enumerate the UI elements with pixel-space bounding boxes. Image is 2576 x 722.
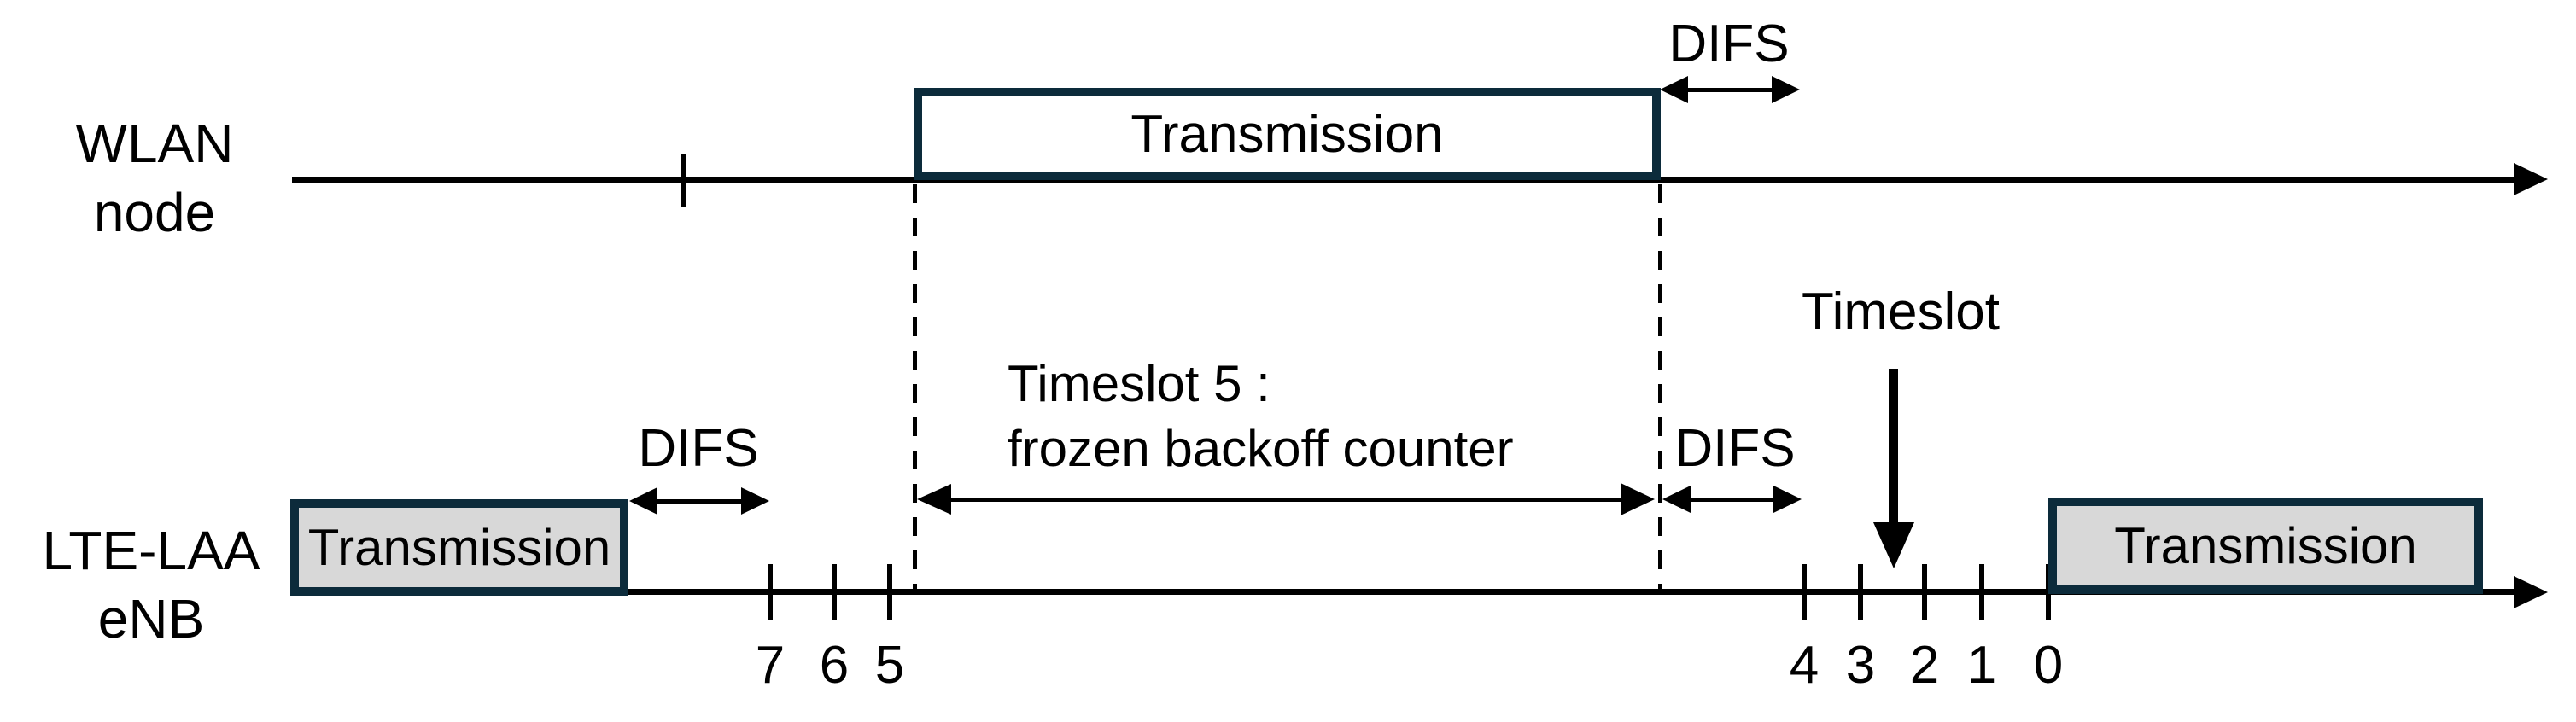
lte-difs-left-arrowhead-left-icon <box>629 487 657 515</box>
frozen-backoff-note-line1: Timeslot 5 : <box>1008 355 1270 412</box>
lte-transmission-box-left-label: Transmission <box>307 519 611 576</box>
backoff-tick-label-6: 6 <box>819 636 850 695</box>
frozen-backoff-span-arrowhead-left-icon <box>917 484 951 515</box>
lte-difs-right-arrowhead-right-icon <box>1773 486 1802 513</box>
lte-row-label-line1: LTE-LAA <box>42 520 260 581</box>
backoff-tick-5 <box>887 564 892 620</box>
backoff-tick-label-7: 7 <box>755 636 786 695</box>
lte-transmission-box-right-label: Transmission <box>2114 517 2417 574</box>
lte-difs-right-arrow-shaft <box>1680 498 1785 502</box>
wlan-difs-arrow-shaft <box>1678 88 1782 92</box>
backoff-tick-3 <box>1858 564 1863 620</box>
frozen-backoff-span-arrowhead-right-icon <box>1621 483 1655 515</box>
backoff-tick-label-4: 4 <box>1789 636 1820 695</box>
lte-row-label: LTE-LAA eNB <box>0 516 302 653</box>
wlan-timeline-arrowhead-icon <box>2514 163 2548 195</box>
lte-difs-right-arrowhead-left-icon <box>1662 486 1691 513</box>
lte-difs-left-arrow-shaft <box>647 499 751 504</box>
backoff-tick-7 <box>768 564 773 620</box>
timeslot-annotation-label: Timeslot <box>1802 282 2000 341</box>
backoff-tick-4 <box>1802 564 1807 620</box>
frozen-backoff-note: Timeslot 5 : frozen backoff counter <box>1008 352 1514 481</box>
wlan-row-label: WLAN node <box>0 109 309 247</box>
wlan-transmission-box-label: Transmission <box>1130 104 1444 164</box>
frozen-backoff-span-arrow-shaft <box>939 498 1631 502</box>
backoff-tick-label-3: 3 <box>1845 636 1876 695</box>
transmission-start-dashed-line <box>913 184 917 590</box>
wlan-timeline-tick <box>681 154 686 207</box>
lte-row-label-line2: eNB <box>97 588 205 649</box>
backoff-tick-1 <box>1979 564 1984 620</box>
wlan-row-label-line1: WLAN <box>75 113 234 174</box>
wlan-difs-arrowhead-right-icon <box>1772 76 1800 103</box>
wlan-difs-label: DIFS <box>1668 15 1790 73</box>
lte-difs-left-label: DIFS <box>638 419 759 478</box>
backoff-tick-label-0: 0 <box>2033 636 2064 695</box>
timeslot-pointer-arrow-shaft <box>1889 369 1898 527</box>
backoff-tick-6 <box>832 564 837 620</box>
backoff-tick-label-2: 2 <box>1909 636 1940 695</box>
backoff-tick-label-5: 5 <box>874 636 905 695</box>
wlan-transmission-box: Transmission <box>914 88 1661 180</box>
timeslot-pointer-arrowhead-icon <box>1873 522 1914 568</box>
lte-transmission-box-left: Transmission <box>290 499 628 596</box>
lte-difs-right-label: DIFS <box>1674 419 1796 478</box>
lte-transmission-box-right: Transmission <box>2048 498 2483 594</box>
transmission-end-dashed-line <box>1658 184 1662 590</box>
backoff-tick-2 <box>1922 564 1927 620</box>
frozen-backoff-note-line2: frozen backoff counter <box>1008 420 1514 477</box>
wlan-difs-arrowhead-left-icon <box>1660 76 1688 103</box>
lte-timeline <box>290 589 2515 595</box>
backoff-tick-label-1: 1 <box>1966 636 1997 695</box>
lte-difs-left-arrowhead-right-icon <box>741 487 769 515</box>
wlan-row-label-line2: node <box>93 182 216 243</box>
lte-timeline-arrowhead-icon <box>2514 576 2548 608</box>
